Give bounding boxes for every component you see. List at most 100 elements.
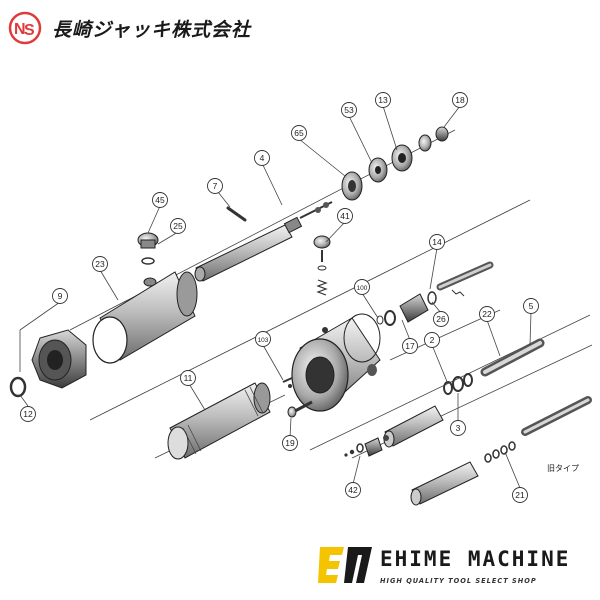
svg-text:S: S [24, 22, 35, 39]
callout-2: 2 [424, 332, 440, 348]
callout-19: 19 [282, 435, 298, 451]
callout-circle [354, 279, 370, 295]
callout-circle [291, 125, 307, 141]
callout-41: 41 [337, 208, 353, 224]
part-check-valve [344, 435, 389, 457]
part-seal-ring [341, 171, 363, 201]
callout-label: 14 [432, 237, 442, 247]
callout-label: 26 [436, 314, 446, 324]
callout-label: 2 [430, 335, 435, 345]
callout-circle [92, 256, 108, 272]
callout-label: 23 [95, 259, 105, 269]
part-valve-assembly [376, 261, 494, 326]
callout-label: 53 [344, 105, 354, 115]
callout-label: 42 [348, 485, 358, 495]
brand-name: EHIME MACHINE [380, 547, 571, 571]
callout-label: 45 [155, 195, 165, 205]
callout-9: 9 [52, 288, 68, 304]
callout-circle [207, 178, 223, 194]
company-name: 長崎ジャッキ株式会社 [52, 18, 252, 41]
callout-label: 3 [456, 423, 461, 433]
part-pin [226, 206, 247, 222]
callout-label: 17 [405, 341, 415, 351]
callout-100: 100 [354, 279, 370, 295]
part-legacy-rings [484, 441, 516, 463]
callout-3: 3 [450, 420, 466, 436]
callout-label: 11 [184, 373, 193, 383]
callout-label: 18 [455, 95, 465, 105]
part-hex-nut [31, 329, 87, 389]
callout-23: 23 [92, 256, 108, 272]
brand-tagline: HIGH QUALITY TOOL SELECT SHOP [380, 577, 537, 585]
callout-label: 4 [260, 153, 265, 163]
callout-18: 18 [452, 92, 468, 108]
part-pump-plunger [194, 201, 333, 282]
callout-12: 12 [20, 406, 36, 422]
callout-circle [433, 311, 449, 327]
callout-circle [450, 420, 466, 436]
callout-label: 22 [482, 309, 492, 319]
callout-label: 65 [294, 128, 304, 138]
callout-circle [523, 298, 539, 314]
part-nut-18 [435, 126, 449, 142]
svg-text:N: N [14, 21, 26, 38]
callout-layer: 4791112131417181922122232526341424555365… [20, 92, 539, 503]
callout-label: 100 [357, 285, 368, 292]
ns-logo-icon: N S [8, 11, 42, 45]
callout-103: 103 [255, 331, 271, 347]
callout-11: 11 [180, 370, 196, 386]
part-rod-22 [480, 338, 545, 377]
part-bolt [287, 400, 313, 418]
callout-label: 41 [340, 211, 350, 221]
part-washers [368, 144, 413, 183]
callout-label: 13 [378, 95, 388, 105]
callout-circle [52, 288, 68, 304]
callout-circle [255, 331, 271, 347]
callout-circle [282, 435, 298, 451]
part-main-body [291, 313, 381, 412]
part-piston-tube [383, 405, 444, 448]
callout-circle [20, 406, 36, 422]
callout-label: 103 [258, 337, 269, 344]
callout-circle [512, 487, 528, 503]
callout-label: 21 [515, 490, 525, 500]
footer: EHIME MACHINE HIGH QUALITY TOOL SELECT S… [318, 537, 588, 593]
callout-circle [170, 218, 186, 234]
callout-label: 5 [529, 301, 534, 311]
callout-circle [375, 92, 391, 108]
callout-circle [402, 338, 418, 354]
callout-circle [452, 92, 468, 108]
header: N S 長崎ジャッキ株式会社 [8, 8, 338, 48]
callout-13: 13 [375, 92, 391, 108]
part-reservoir-cylinder [92, 271, 198, 364]
callout-17: 17 [402, 338, 418, 354]
callout-22: 22 [479, 306, 495, 322]
callout-25: 25 [170, 218, 186, 234]
callout-circle [429, 234, 445, 250]
part-small-screw [282, 377, 293, 388]
em-logo-icon [318, 547, 372, 583]
callout-label: 9 [58, 291, 63, 301]
leader-lines [19, 105, 532, 489]
callout-14: 14 [429, 234, 445, 250]
callout-circle [254, 150, 270, 166]
callout-circle [180, 370, 196, 386]
part-release-screw [313, 235, 331, 296]
callout-53: 53 [341, 102, 357, 118]
part-small-rings [443, 373, 473, 395]
callout-circle [424, 332, 440, 348]
part-washer-13 [418, 134, 432, 152]
callout-label: 12 [23, 409, 33, 419]
part-vent-cap [137, 232, 159, 265]
callout-circle [345, 482, 361, 498]
callout-circle [479, 306, 495, 322]
part-ram-cylinder [167, 382, 271, 460]
callout-26: 26 [433, 311, 449, 327]
part-o-ring [9, 376, 27, 398]
callout-42: 42 [345, 482, 361, 498]
callout-5: 5 [523, 298, 539, 314]
callout-65: 65 [291, 125, 307, 141]
callout-label: 19 [285, 438, 295, 448]
callout-label: 25 [173, 221, 183, 231]
